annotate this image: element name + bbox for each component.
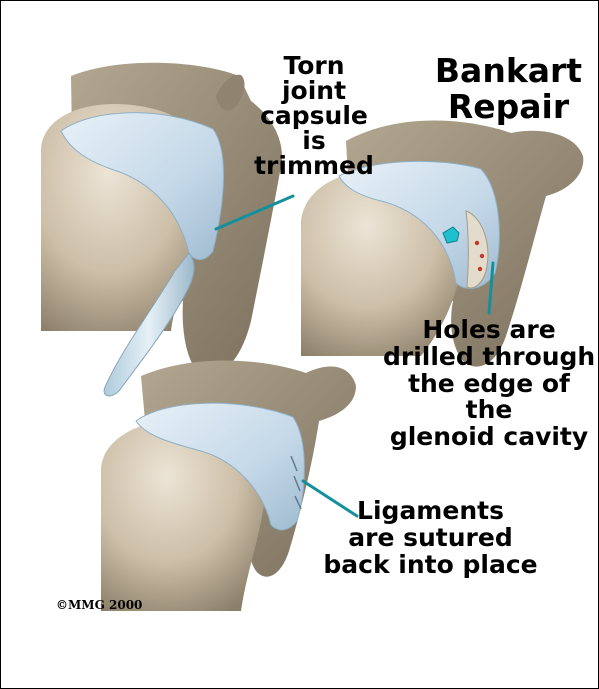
label-line: are sutured	[323, 525, 538, 552]
title-line: Bankart	[421, 53, 596, 89]
label-line: trimmed	[239, 153, 389, 178]
label-holes-drilled: Holes are drilled through the edge of th…	[383, 317, 595, 451]
label-line: drilled through	[383, 344, 595, 371]
label-line: the	[383, 397, 595, 424]
label-ligaments: Ligaments are sutured back into place	[323, 498, 538, 578]
label-line: capsule	[239, 103, 389, 128]
label-line: Ligaments	[323, 498, 538, 525]
label-line: joint	[239, 78, 389, 103]
label-line: Torn	[239, 53, 389, 78]
diagram-title: Bankart Repair	[421, 53, 596, 124]
label-line: glenoid cavity	[383, 424, 595, 451]
shoulder-bottom	[101, 361, 356, 611]
label-line: Holes are	[383, 317, 595, 344]
title-line: Repair	[421, 89, 596, 125]
label-torn-capsule: Torn joint capsule is trimmed	[239, 53, 389, 178]
copyright-notice: ©MMG 2000	[56, 598, 142, 612]
label-line: is	[239, 128, 389, 153]
label-line: the edge of	[383, 371, 595, 398]
label-line: back into place	[323, 552, 538, 579]
